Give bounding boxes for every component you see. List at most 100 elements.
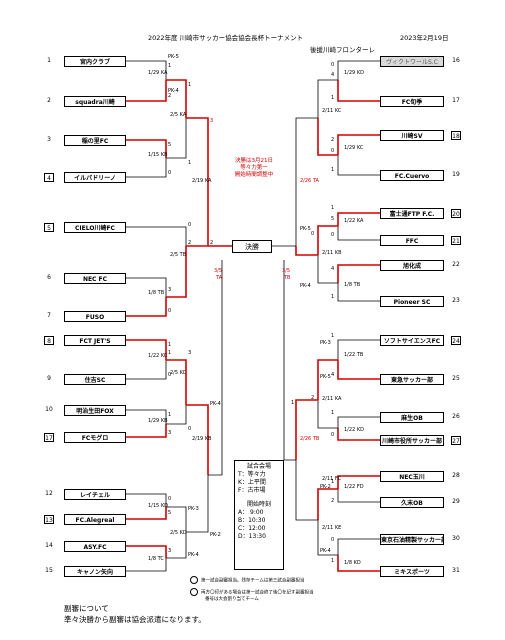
team-box: イルパドリーノ: [64, 172, 126, 183]
bracket-line: [337, 155, 380, 176]
match-date-venue: 1/22 KD: [344, 427, 364, 433]
team-box: 麻生OB: [380, 412, 444, 423]
winner-path-line: [126, 424, 167, 438]
score-value: 1: [331, 410, 335, 416]
winner-path-line: [126, 507, 167, 520]
team-seed-number: 4: [44, 173, 54, 182]
winner-path-line: [295, 399, 318, 460]
match-date-venue: 1/22 FD: [344, 484, 364, 490]
bracket-line: [208, 260, 223, 476]
bracket-line: [337, 339, 380, 360]
team-seed-number: 20: [451, 209, 461, 218]
score-value: 1: [331, 167, 335, 173]
team-seed-number: 23: [452, 297, 460, 304]
winner-path-line: [295, 246, 318, 256]
sponsor-label: 後援川崎フロンターレ: [310, 46, 375, 54]
team-box: 久末OB: [380, 497, 444, 508]
pk-score: PK-4: [320, 548, 331, 554]
score-value: 1: [168, 412, 172, 418]
match-date-venue: 1/8 TC: [148, 556, 164, 562]
match-date-venue: 2/11 FC: [322, 476, 342, 482]
team-box: FCモグロ: [64, 432, 126, 443]
team-seed-number: 28: [452, 472, 460, 479]
venue-f: F：古市場: [238, 487, 266, 494]
time-d: D：13:30: [238, 533, 266, 540]
team-box: 川崎市役所サッカー部: [380, 435, 444, 446]
team-seed-number: 1: [47, 57, 51, 64]
winner-path-line: [337, 264, 380, 283]
pk-score: PK-2: [210, 532, 221, 538]
match-date-venue: 1/8 KD: [344, 560, 361, 566]
team-box: 川崎SV: [380, 130, 444, 141]
bracket-line: [295, 460, 318, 521]
team-seed-number: 14: [45, 542, 53, 549]
match-date-venue: 2/19 KB: [192, 436, 212, 442]
team-box: 旭化成: [380, 260, 444, 271]
team-seed-number: 17: [452, 97, 460, 104]
score-value: 0: [188, 426, 192, 432]
bracket-line: [317, 520, 338, 556]
team-seed-number: 26: [452, 413, 460, 420]
score-value: 4: [331, 72, 335, 78]
bracket-line: [337, 538, 380, 555]
semifinal-left-date: 3/5: [214, 268, 223, 274]
team-box: CIELO川崎FC: [64, 222, 126, 233]
team-box: squadra川崎: [64, 96, 126, 107]
winner-path-line: [126, 339, 167, 360]
match-date-venue: 1/22 TB: [344, 352, 364, 358]
score-value: 1: [168, 63, 172, 69]
score-value: 0: [168, 496, 172, 502]
venue-title: 試合会場: [246, 463, 271, 470]
score-value: 4: [331, 266, 335, 272]
pk-score: PK-3: [320, 340, 331, 346]
team-box: FUSO: [64, 311, 126, 322]
match-date-venue: 2/11 KB: [322, 250, 342, 256]
score-value: 1: [291, 400, 295, 406]
match-date-venue: 2/11 KA: [322, 396, 342, 402]
bracket-line: [337, 60, 380, 80]
bracket-line: [186, 475, 209, 533]
page-title: 2022年度 川崎市サッカー協会協会長杯トーナメント: [148, 34, 304, 42]
match-date-venue: 2/5 KC: [170, 370, 187, 376]
pk-score: PK-5: [168, 54, 179, 60]
footer-heading: 副審について: [64, 604, 109, 613]
bracket-line: [337, 416, 380, 428]
team-seed-number: 27: [451, 436, 461, 445]
bracket-line: [283, 260, 296, 461]
match-date-venue: 1/29 KB: [148, 418, 168, 424]
score-value: 0: [168, 308, 172, 314]
time-b: B：10:30: [238, 517, 266, 524]
winner-path-line: [166, 79, 187, 118]
winner-path-line: [186, 404, 209, 475]
team-seed-number: 8: [44, 336, 54, 345]
bracket-line: [337, 283, 380, 302]
score-value: 2: [331, 137, 335, 143]
score-value: 1: [168, 342, 172, 348]
team-seed-number: 18: [451, 131, 461, 140]
bracket-line: [166, 405, 187, 425]
time-c: C：12:00: [238, 525, 266, 532]
time-title: 開始時刻: [246, 501, 271, 508]
score-value: 3: [210, 118, 214, 124]
bracket-line: [317, 255, 338, 284]
team-box: 東京石油精製サッカー部: [380, 534, 444, 545]
team-seed-number: 6: [47, 274, 51, 281]
team-seed-number: 29: [452, 498, 460, 505]
team-seed-number: 2: [47, 97, 51, 104]
score-value: 3: [168, 548, 172, 554]
pk-score: PK-4: [188, 552, 199, 558]
score-value: 3: [168, 287, 172, 293]
score-value: 2: [188, 240, 192, 246]
bracket-line: [166, 532, 187, 559]
score-value: 1: [331, 558, 335, 564]
winner-path-line: [317, 488, 338, 520]
match-date-venue: 2/5 TB: [170, 252, 187, 258]
final-box: 決勝: [232, 240, 272, 253]
bracket-line: [166, 118, 187, 159]
legend-line-2: 両方〇印がある場合は第一試合終了後〇を記す副審担当: [190, 588, 314, 596]
score-value: 3: [188, 350, 192, 356]
match-date-venue: 2/5 KA: [170, 112, 187, 118]
team-seed-number: 16: [452, 57, 460, 64]
score-value: 0: [168, 372, 172, 378]
bracket-line: [337, 489, 380, 503]
